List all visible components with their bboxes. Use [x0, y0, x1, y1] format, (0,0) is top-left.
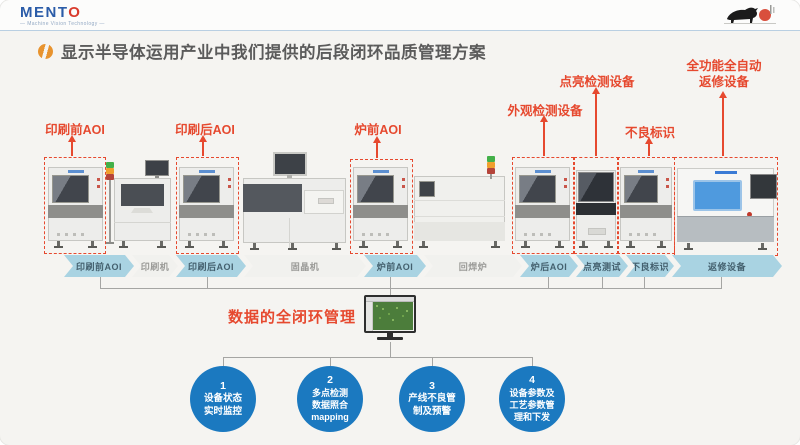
arrow-up-icon	[373, 136, 381, 158]
monitor-screen	[366, 297, 414, 331]
machine-lighting-tester	[576, 170, 616, 248]
machine-defect-marking-aoi	[620, 167, 672, 248]
connector-line	[223, 357, 224, 366]
machine-pre-oven-aoi	[353, 167, 408, 248]
signal-tower-icon	[486, 156, 495, 179]
arrow-up-icon	[719, 91, 727, 156]
machine-die-bonder	[243, 152, 346, 250]
machine-printer	[114, 160, 171, 248]
header-bar: MENTO — Machine Vision Technology —	[0, 0, 800, 31]
connector-line	[223, 357, 533, 358]
logo-tagline: — Machine Vision Technology —	[20, 21, 105, 27]
machine-pre-print-aoi	[48, 167, 103, 248]
flow-step-rework: 返修设备	[672, 255, 782, 277]
flow-step-defect-marking: 不良标识	[626, 255, 674, 277]
callout-defect-marking: 不良标识	[624, 126, 676, 140]
machine-post-print-aoi	[179, 167, 234, 248]
page-title: 显示半导体运用产业中我们提供的后段闭环品质管理方案	[61, 44, 486, 62]
highlight-box	[176, 157, 239, 254]
machine-rework-station	[677, 168, 777, 250]
machine-reflow-oven	[414, 156, 505, 248]
company-logo: MENTO	[20, 4, 81, 21]
connector-line	[548, 277, 549, 288]
arrow-up-icon	[645, 137, 653, 156]
connector-line	[644, 277, 645, 288]
connector-line	[100, 277, 101, 288]
bull-artwork-icon	[724, 5, 776, 24]
callout-pre-oven-aoi: 炉前AOI	[354, 123, 402, 137]
connector-line	[100, 288, 722, 289]
flow-step-pre-oven-aoi: 炉前AOI	[364, 255, 426, 277]
flow-step-printer: 印刷机	[132, 255, 178, 277]
flow-step-post-oven-aoi: 炉后AOI	[520, 255, 578, 277]
bullet-ring-icon	[38, 43, 53, 59]
flow-step-lighting-test: 点亮测试	[576, 255, 628, 277]
connector-line	[390, 277, 391, 288]
flow-step-post-print-aoi: 印刷后AOI	[176, 255, 246, 277]
arrow-up-icon	[592, 87, 600, 156]
connector-line	[432, 357, 433, 366]
highlight-box	[512, 157, 574, 254]
connector-line	[207, 277, 208, 288]
callout-lighting-test: 点亮检测设备	[559, 75, 635, 89]
logo-o: O	[68, 4, 82, 21]
callout-post-print-aoi: 印刷后AOI	[175, 123, 235, 137]
highlight-box	[574, 157, 619, 254]
connector-line	[390, 288, 391, 296]
connector-line	[602, 277, 603, 288]
flow-step-reflow-oven: 回焊炉	[424, 255, 522, 277]
pcb-image	[373, 302, 413, 330]
flow-step-die-bonder: 固晶机	[244, 255, 366, 277]
machine-post-oven-aoi	[515, 167, 570, 248]
arrow-up-icon	[68, 135, 76, 156]
callout-rework-equipment: 全功能全自动返修设备	[686, 59, 762, 90]
callout-visual-inspection: 外观检测设备	[507, 104, 583, 118]
callout-pre-print-aoi: 印刷前AOI	[45, 123, 105, 137]
arrow-up-icon	[199, 135, 207, 156]
logo-text: MENT	[20, 4, 69, 21]
connector-line	[330, 357, 331, 366]
connector-line	[532, 357, 533, 366]
title-row: 显示半导体运用产业中我们提供的后段闭环品质管理方案	[38, 39, 486, 63]
highlight-box	[350, 159, 413, 254]
connector-line	[390, 342, 391, 357]
signal-tower-icon	[105, 162, 114, 244]
closed-loop-label: 数据的全闭环管理	[228, 309, 357, 326]
aoi-software-monitor	[364, 295, 416, 342]
flow-step-pre-print-aoi: 印刷前AOI	[64, 255, 134, 277]
monitor-frame	[364, 295, 416, 333]
highlight-box	[44, 157, 106, 254]
connector-line	[721, 277, 722, 288]
arrow-up-icon	[540, 115, 548, 156]
